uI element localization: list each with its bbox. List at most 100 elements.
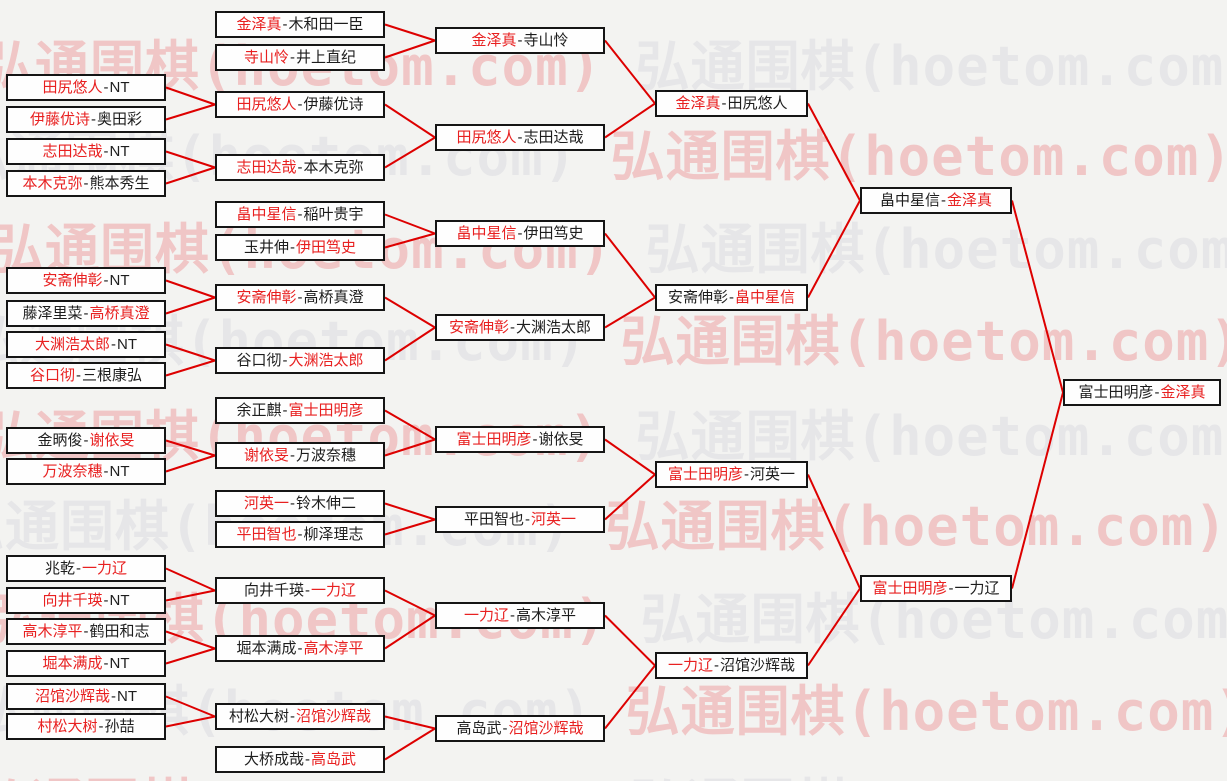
winner-name: 金泽真	[236, 16, 282, 33]
player-separator: -	[282, 16, 288, 33]
match-box-a13: 高木淳平-鹤田和志	[6, 618, 166, 645]
match-box-b11: 河英一-铃木伸二	[215, 490, 385, 517]
match-box-a2: 伊藤优诗-奥田彩	[6, 106, 166, 133]
connector-a15-b15	[165, 695, 216, 718]
player-separator: -	[83, 305, 89, 322]
player-name: NT	[109, 655, 130, 672]
player-name: 稲叶贵宇	[303, 206, 364, 223]
match-box-a15: 沼馆沙辉哉-NT	[6, 683, 166, 710]
match-box-b10: 谢依旻-万波奈穗	[215, 442, 385, 469]
winner-name: 畠中星信	[456, 225, 517, 242]
match-box-a8: 谷口彻-三根康弘	[6, 362, 166, 389]
connector-b2-c1	[384, 39, 436, 59]
winner-name: 田尻悠人	[42, 79, 103, 96]
match-box-b3: 田尻悠人-伊藤优诗	[215, 91, 385, 118]
connector-a1-b3	[165, 86, 216, 106]
winner-name: 金泽真	[471, 32, 517, 49]
player-separator: -	[282, 352, 288, 369]
match-box-c7: 一力辽-高木淳平	[435, 602, 605, 629]
player-separator: -	[297, 96, 303, 113]
match-box-c2: 田尻悠人-志田达哉	[435, 124, 605, 151]
winner-name: 安斋伸彰	[236, 289, 297, 306]
match-box-b9: 余正麒-富士田明彦	[215, 397, 385, 424]
connector-b14-c7	[384, 614, 436, 650]
match-box-d3: 富士田明彦-河英一	[655, 461, 808, 488]
player-separator: -	[103, 655, 109, 672]
match-box-a4: 本木克弥-熊本秀生	[6, 170, 166, 197]
connector-d4-e2	[807, 587, 861, 667]
match-box-a10: 万波奈穗-NT	[6, 458, 166, 485]
match-box-a9: 金昞俊-谢依旻	[6, 427, 166, 454]
player-name: 平田智也	[463, 511, 524, 528]
match-box-d4: 一力辽-沼馆沙辉哉	[655, 652, 808, 679]
player-name: 鹤田和志	[89, 623, 150, 640]
player-name: 兆乾	[44, 560, 75, 577]
player-name: 铃木伸二	[296, 495, 357, 512]
player-separator: -	[517, 225, 523, 242]
winner-name: 富士田明彦	[872, 580, 948, 597]
connector-b8-c4	[384, 326, 436, 362]
match-box-a5: 安斋伸彰-NT	[6, 267, 166, 294]
connector-c8-d4	[604, 664, 656, 730]
player-separator: -	[83, 175, 89, 192]
player-separator: -	[98, 718, 104, 735]
winner-name: 富士田明彦	[288, 402, 364, 419]
player-name: 余正麒	[236, 402, 282, 419]
player-name: 安斋伸彰	[667, 289, 728, 306]
player-separator: -	[111, 336, 116, 353]
player-name: 藤泽里菜	[22, 305, 83, 322]
player-name: 玉井伸	[243, 239, 289, 256]
player-name: NT	[109, 463, 130, 480]
connector-d1-e1	[807, 103, 861, 201]
connector-a12-b13	[165, 589, 216, 602]
winner-name: 金泽真	[1160, 384, 1206, 401]
player-separator: -	[1154, 384, 1160, 401]
match-box-a7: 大渊浩太郎-NT	[6, 331, 166, 358]
match-box-a1: 田尻悠人-NT	[6, 74, 166, 101]
match-box-b13: 向井千瑛-一力辽	[215, 577, 385, 604]
player-separator: -	[729, 289, 734, 306]
match-box-a16: 村松大树-孙喆	[6, 713, 166, 740]
match-box-d2: 安斋伸彰-畠中星信	[655, 284, 808, 311]
player-name: 沼馆沙辉哉	[720, 657, 796, 674]
player-name: NT	[109, 272, 130, 289]
connector-b11-c6	[384, 502, 436, 521]
player-name: 孙喆	[104, 718, 135, 735]
winner-name: 河英一	[531, 511, 577, 528]
player-separator: -	[510, 319, 515, 336]
player-separator: -	[948, 580, 954, 597]
player-separator: -	[76, 560, 81, 577]
match-box-b6: 玉井伸-伊田笃史	[215, 234, 385, 261]
connector-c4-d2	[604, 296, 656, 329]
winner-name: 高木淳平	[303, 640, 364, 657]
winner-name: 高木淳平	[22, 623, 83, 640]
connector-b1-c1	[384, 23, 436, 42]
connector-a9-b10	[165, 439, 216, 457]
player-separator: -	[297, 289, 303, 306]
player-name: 奥田彩	[97, 111, 143, 128]
player-separator: -	[297, 526, 303, 543]
winner-name: 安斋伸彰	[448, 319, 509, 336]
winner-name: 谢依旻	[89, 432, 135, 449]
player-separator: -	[290, 447, 295, 464]
winner-name: 伊田笃史	[296, 239, 357, 256]
player-separator: -	[305, 582, 310, 599]
player-separator: -	[282, 402, 288, 419]
winner-name: 安斋伸彰	[42, 272, 103, 289]
winner-name: 万波奈穗	[42, 463, 103, 480]
match-box-b5: 畠中星信-稲叶贵宇	[215, 201, 385, 228]
match-box-c4: 安斋伸彰-大渊浩太郎	[435, 314, 605, 341]
connector-b7-c4	[384, 296, 436, 329]
match-box-b8: 谷口彻-大渊浩太郎	[215, 347, 385, 374]
player-name: 村松大树	[228, 708, 289, 725]
connector-b9-c5	[384, 409, 436, 441]
connector-c1-d1	[604, 39, 656, 105]
player-separator: -	[510, 607, 515, 624]
winner-name: 一力辽	[82, 560, 128, 577]
winner-name: 志田达哉	[236, 159, 297, 176]
winner-name: 村松大树	[37, 718, 98, 735]
match-box-c6: 平田智也-河英一	[435, 506, 605, 533]
winner-name: 金泽真	[675, 95, 721, 112]
player-name: NT	[117, 688, 137, 705]
connector-c3-d2	[604, 232, 656, 299]
